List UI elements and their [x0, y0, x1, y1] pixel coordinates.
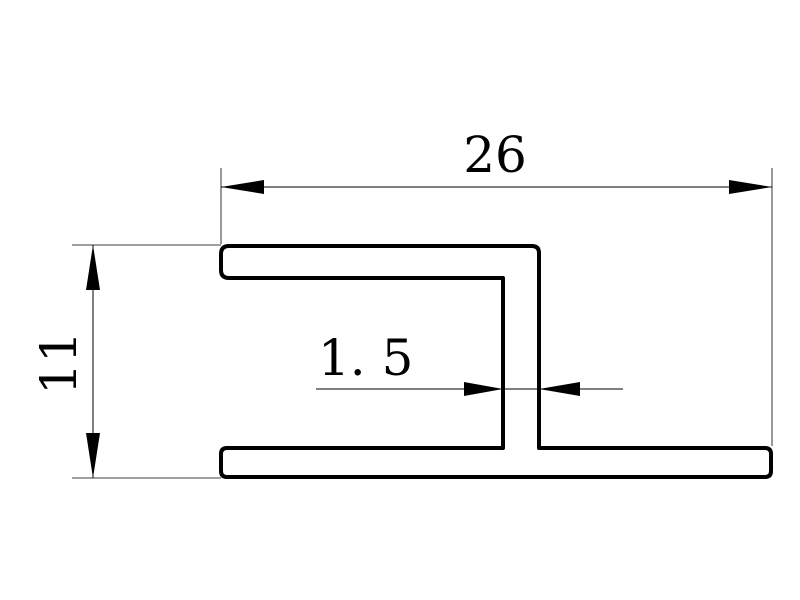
height-label: 11	[30, 331, 88, 395]
height-dimension: 11	[30, 244, 221, 479]
height-arrow-bottom	[86, 433, 100, 478]
thickness-arrow-left	[464, 382, 503, 396]
width-dimension: 26	[220, 126, 773, 446]
profile-outline	[219, 244, 773, 479]
thickness-arrow-right	[539, 382, 580, 396]
thickness-dimension: 1. 5	[316, 329, 623, 396]
width-arrow-right	[729, 180, 772, 194]
height-arrow-top	[86, 245, 100, 290]
thickness-label: 1. 5	[318, 329, 413, 387]
width-arrow-left	[221, 180, 264, 194]
width-label: 26	[463, 126, 527, 184]
